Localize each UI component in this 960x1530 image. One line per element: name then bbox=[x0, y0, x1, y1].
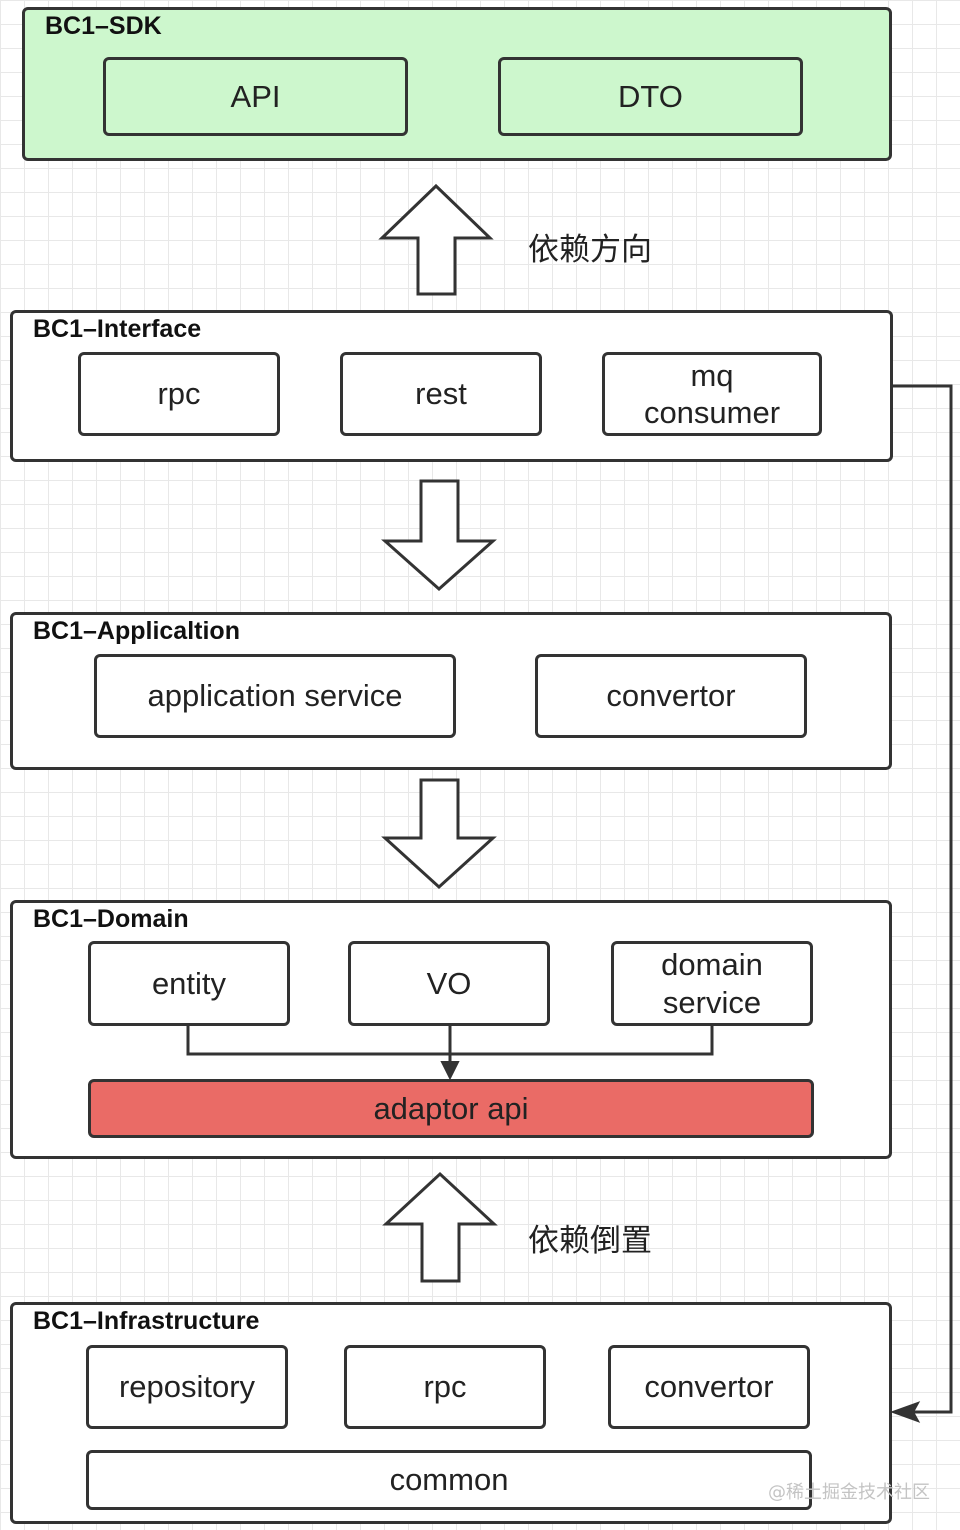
dependency-inversion-caption: 依赖倒置 bbox=[528, 1223, 652, 1259]
dto-box: DTO bbox=[498, 57, 803, 136]
entity-connector bbox=[186, 1026, 450, 1056]
sdk-layer-title: BC1–SDK bbox=[45, 12, 162, 40]
api-box: API bbox=[103, 57, 408, 136]
repository-box: repository bbox=[86, 1345, 288, 1429]
application-convertor-box: convertor bbox=[535, 654, 807, 738]
application-layer-title: BC1–Applicaltion bbox=[33, 617, 240, 645]
arrowhead-icon bbox=[890, 1401, 921, 1423]
interface-rpc-box: rpc bbox=[78, 352, 280, 436]
up-arrow-icon bbox=[378, 183, 494, 296]
interface-rest-box: rest bbox=[340, 352, 542, 436]
application-service-box: application service bbox=[94, 654, 456, 738]
arrowhead-icon bbox=[440, 1061, 460, 1081]
watermark: @稀土掘金技术社区 bbox=[768, 1482, 930, 1503]
common-box: common bbox=[86, 1450, 812, 1510]
domain-service-box: domain service bbox=[611, 941, 813, 1026]
domain-service-connector bbox=[450, 1026, 714, 1056]
domain-layer-title: BC1–Domain bbox=[33, 905, 189, 933]
vo-box: VO bbox=[348, 941, 550, 1026]
up-arrow-icon bbox=[382, 1171, 498, 1283]
infrastructure-layer-title: BC1–Infrastructure bbox=[33, 1307, 260, 1335]
mq-consumer-box: mq consumer bbox=[602, 352, 822, 436]
down-arrow-icon bbox=[381, 778, 497, 890]
adaptor-api-box: adaptor api bbox=[88, 1079, 814, 1138]
entity-box: entity bbox=[88, 941, 290, 1026]
interface-layer-title: BC1–Interface bbox=[33, 315, 202, 343]
infrastructure-convertor-box: convertor bbox=[608, 1345, 810, 1429]
down-arrow-icon bbox=[381, 479, 497, 592]
interface-to-infrastructure-connector bbox=[893, 384, 953, 1414]
dependency-direction-caption: 依赖方向 bbox=[528, 232, 652, 268]
infrastructure-rpc-box: rpc bbox=[344, 1345, 546, 1429]
